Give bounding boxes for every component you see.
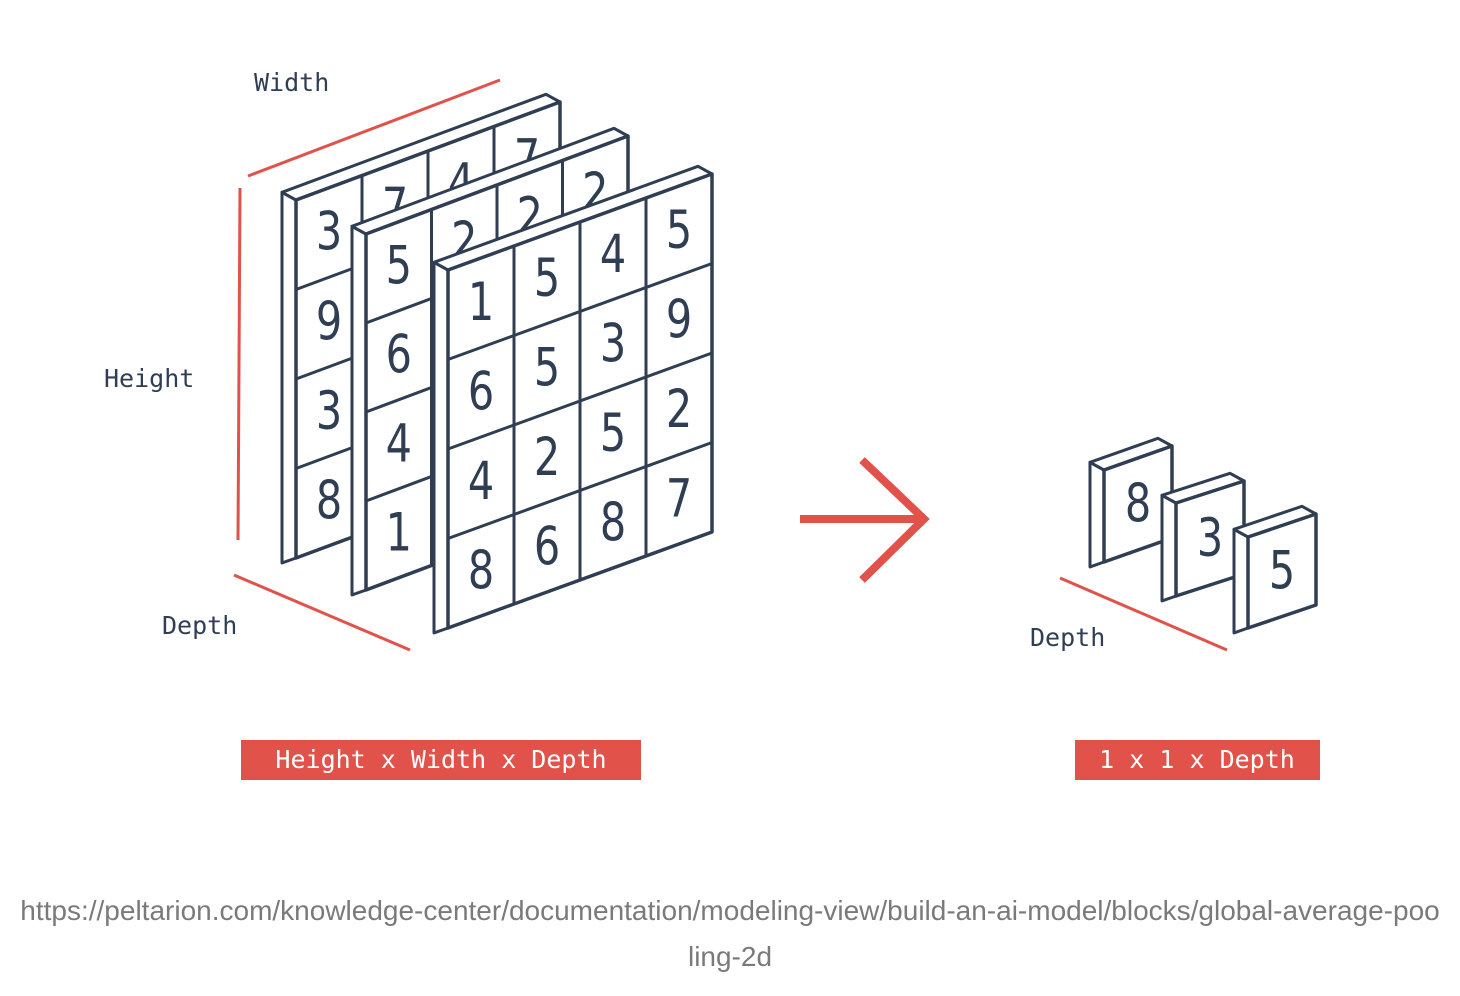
feature-map-back-cell-value: 3 — [316, 381, 342, 442]
depth-dimension-line — [233, 573, 411, 652]
output-cell-2-side — [1160, 493, 1178, 603]
depth-label: Depth — [162, 611, 237, 640]
feature-map-back-side — [280, 190, 298, 565]
feature-map-front-cell-value: 5 — [600, 403, 626, 464]
width-dimension-line — [247, 78, 501, 178]
feature-map-front-cell-value: 2 — [666, 379, 692, 440]
height-label: Height — [104, 364, 194, 393]
feature-map-front-grid-line — [447, 351, 713, 451]
output-cell-1: 8 — [1088, 436, 1174, 569]
feature-map-back-cell-value: 3 — [316, 202, 342, 263]
output-cell-2-cell-value: 3 — [1197, 508, 1223, 569]
feature-map-front-side — [432, 260, 450, 635]
output-shape-badge: 1 x 1 x Depth — [1099, 745, 1295, 774]
source-url: https://peltarion.com/knowledge-center/d… — [20, 895, 1440, 972]
right-arrow-icon — [800, 457, 930, 583]
feature-map-front-cell-value: 8 — [600, 493, 626, 554]
feature-map-middle-cell-value: 4 — [386, 414, 412, 475]
feature-map-middle-side — [350, 224, 368, 597]
output-cell-3: 5 — [1232, 504, 1318, 635]
feature-map-front-cell-value: 1 — [468, 272, 494, 333]
feature-map-middle-cell-value: 6 — [386, 325, 412, 386]
output-depth-dimension-line — [1059, 576, 1228, 652]
feature-map-middle-cell-value: 1 — [386, 503, 412, 564]
feature-map-front-cell-value: 4 — [600, 224, 626, 285]
source-caption: https://peltarion.com/knowledge-center/d… — [0, 888, 1460, 980]
feature-map-front-cell-value: 6 — [468, 362, 494, 423]
feature-map-front-cell-value: 5 — [666, 200, 692, 261]
feature-map-front-cell-value: 4 — [468, 451, 494, 512]
output-depth-label: Depth — [1030, 623, 1105, 652]
feature-map-back-cell-value: 9 — [316, 291, 342, 352]
output-cell-2: 3 — [1160, 471, 1246, 603]
feature-map-front-cell-value: 9 — [666, 290, 692, 351]
output-cell-1-side — [1088, 460, 1106, 569]
feature-map-front-cell-value: 5 — [534, 338, 560, 399]
output-shape-badge-bg — [1075, 740, 1320, 780]
feature-map-front-grid-line — [447, 441, 713, 540]
height-dimension-line — [236, 187, 242, 541]
output-cell-1-cell-value: 8 — [1125, 473, 1151, 534]
feature-map-front-cell-value: 8 — [468, 541, 494, 602]
input-shape-badge: Height x Width x Depth — [275, 745, 606, 774]
feature-map-front-cell-value: 2 — [534, 427, 560, 488]
feature-map-back-cell-value: 8 — [316, 470, 342, 531]
output-cell-3-side — [1232, 527, 1250, 635]
feature-map-front-cell-value: 6 — [534, 517, 560, 578]
feature-map-middle-cell-value: 5 — [386, 236, 412, 297]
feature-map-front-cell-value: 5 — [534, 248, 560, 309]
feature-map-front-cell-value: 7 — [666, 469, 692, 530]
output-cell-3-face — [1246, 512, 1318, 630]
input-shape-badge-bg — [241, 740, 641, 780]
output-pooled-values: 835 — [1088, 436, 1318, 635]
width-label: Width — [254, 68, 329, 97]
output-cell-3-cell-value: 5 — [1269, 540, 1295, 601]
feature-map-front-cell-value: 3 — [600, 314, 626, 375]
